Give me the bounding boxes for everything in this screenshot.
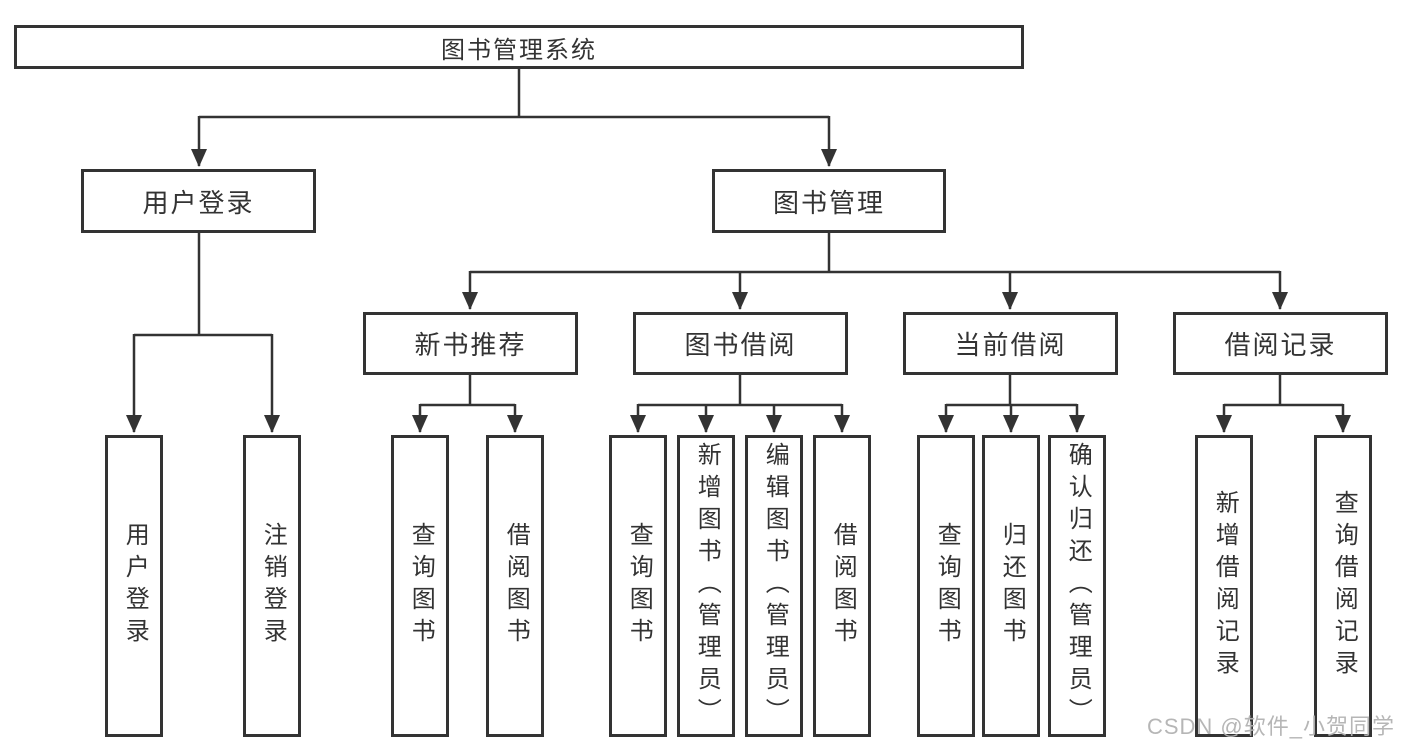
- connector-borrow-records-children: [1216, 375, 1351, 433]
- connector-book-borrow-children: [630, 375, 850, 433]
- leaf-borrowing-edit-books-admin: 编辑图书（管理员）: [745, 435, 803, 737]
- node-label: 查询借阅记录: [1330, 490, 1358, 682]
- leaf-recommend-borrow-books: 借阅图书: [486, 435, 544, 737]
- node-label: 查询图书: [933, 522, 961, 650]
- connector-book-management-children: [462, 233, 1288, 310]
- node-label: 用户登录: [121, 522, 149, 650]
- node-label: 新增图书（管理员）: [693, 442, 721, 730]
- leaf-user-login: 用户登录: [105, 435, 163, 737]
- node-label: 新增借阅记录: [1211, 490, 1239, 682]
- node-library-management-system: 图书管理系统: [14, 25, 1024, 69]
- node-label: 图书管理: [772, 187, 885, 218]
- connector-current-borrow-children: [938, 375, 1085, 433]
- node-label: 注销登录: [259, 522, 287, 650]
- connector-root-to-level2: [191, 67, 837, 167]
- node-label: 归还图书: [998, 522, 1026, 650]
- csdn-watermark: CSDN @软件_小贺同学: [1146, 714, 1395, 739]
- node-book-management: 图书管理: [712, 169, 946, 233]
- leaf-current-query-books: 查询图书: [917, 435, 975, 737]
- leaf-current-return-books: 归还图书: [982, 435, 1040, 737]
- connector-new-book-children: [412, 375, 523, 433]
- leaf-borrowing-borrow-books: 借阅图书: [813, 435, 871, 737]
- leaf-borrowing-query-books: 查询图书: [609, 435, 667, 737]
- node-label: 新书推荐: [414, 330, 527, 360]
- node-label: 查询图书: [407, 522, 435, 650]
- node-label: 借阅图书: [829, 522, 857, 650]
- leaf-current-confirm-return-admin: 确认归还（管理员）: [1048, 435, 1106, 737]
- node-label: 图书管理系统: [441, 36, 597, 64]
- node-new-book-recommend: 新书推荐: [363, 312, 578, 375]
- node-label: 编辑图书（管理员）: [761, 442, 789, 730]
- node-book-borrowing: 图书借阅: [633, 312, 848, 375]
- leaf-logout: 注销登录: [243, 435, 301, 737]
- node-label: 借阅图书: [502, 522, 530, 650]
- leaf-borrowing-add-books-admin: 新增图书（管理员）: [677, 435, 735, 737]
- leaf-records-query-record: 查询借阅记录: [1314, 435, 1372, 737]
- connector-user-login-children: [126, 233, 280, 433]
- node-label: 确认归还（管理员）: [1064, 442, 1092, 730]
- leaf-recommend-query-books: 查询图书: [391, 435, 449, 737]
- node-label: 查询图书: [625, 522, 653, 650]
- node-current-borrowing: 当前借阅: [903, 312, 1118, 375]
- node-label: 图书借阅: [684, 330, 797, 360]
- node-borrow-records: 借阅记录: [1173, 312, 1388, 375]
- node-label: 借阅记录: [1224, 330, 1337, 360]
- node-user-login: 用户登录: [81, 169, 316, 233]
- node-label: 当前借阅: [954, 330, 1067, 360]
- node-label: 用户登录: [142, 187, 255, 218]
- leaf-records-add-record: 新增借阅记录: [1195, 435, 1253, 737]
